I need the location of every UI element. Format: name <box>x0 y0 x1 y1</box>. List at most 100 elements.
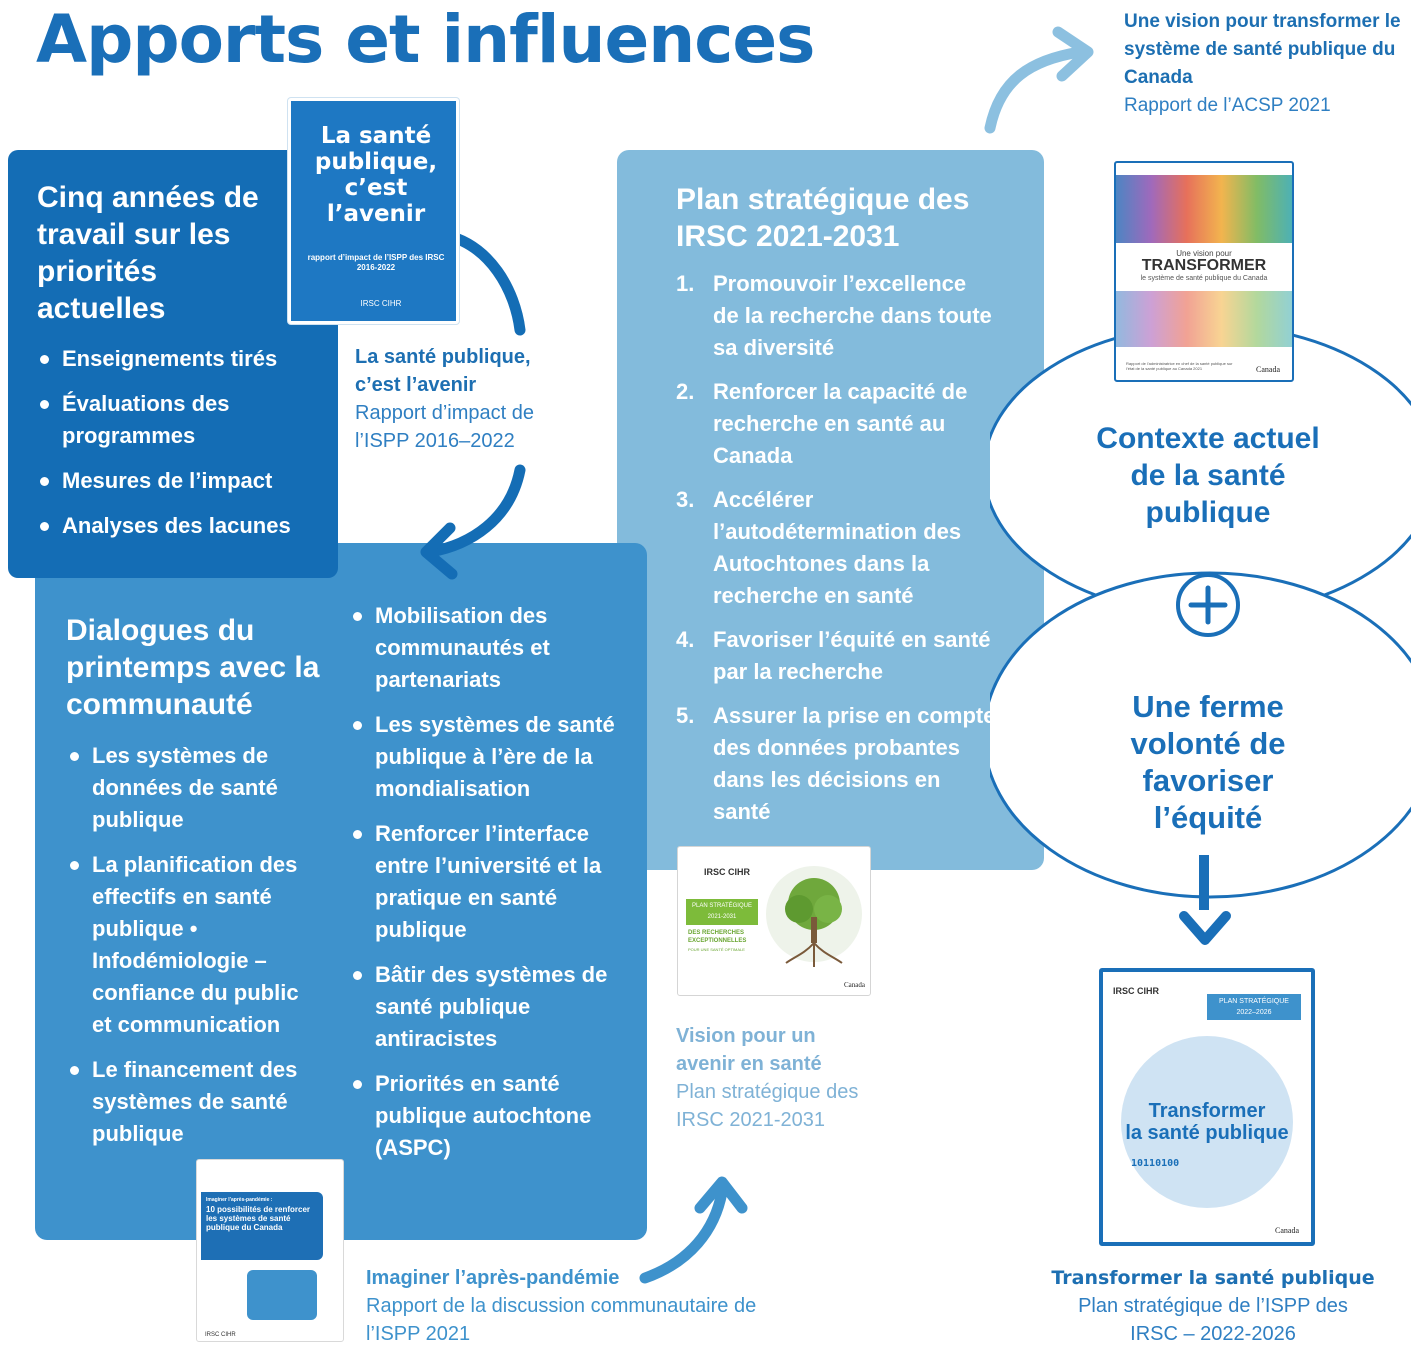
priority-item: 5. Assurer la prise en compte des données… <box>676 700 996 828</box>
acsp-report-caption: Une vision pour transformer le système d… <box>1124 8 1404 120</box>
list-item: La planification des effectifs en santé … <box>66 849 324 1041</box>
cover-foot: Rapport de l’administratrice en chef de … <box>1126 361 1233 371</box>
spring-dialogues-right-list: Mobilisation des communautés et partenar… <box>349 600 624 1177</box>
cover-logo: IRSC CIHR <box>1113 986 1160 996</box>
arrow-ispp-top <box>439 229 526 336</box>
cover-title: Transformer la santé publique <box>1103 1100 1311 1144</box>
priority-number: 4. <box>676 627 695 652</box>
priority-text: Promouvoir l’excellence de la recherche … <box>713 271 992 360</box>
cover-band-line: PLAN STRATÉGIQUE <box>692 903 752 909</box>
arrow-ispp-bottom <box>424 464 526 558</box>
acsp-report-cover: Une vision pour TRANSFORMER le système d… <box>1114 161 1294 382</box>
cover-band: PLAN STRATÉGIQUE 2021-2031 <box>686 899 758 925</box>
pub-subtitle: Rapport de l’ACSP 2021 <box>1124 95 1331 116</box>
list-item: Renforcer l’interface entre l’université… <box>349 818 624 946</box>
arrow-to-acsp-head <box>1052 26 1094 82</box>
ispp-report-caption: La santé publique, c’est l’avenir Rappor… <box>355 343 570 455</box>
priority-number: 5. <box>676 703 695 728</box>
skyline-graphic <box>1116 175 1292 243</box>
list-item: Les systèmes de données de santé publiqu… <box>66 740 324 836</box>
list-item: Bâtir des systèmes de santé publique ant… <box>349 959 624 1055</box>
pub-title: La santé publique, c’est l’avenir <box>355 346 531 396</box>
arrow-pandemic <box>639 1186 728 1284</box>
priority-item: 2. Renforcer la capacité de recherche en … <box>676 376 996 472</box>
priority-text: Renforcer la capacité de recherche en sa… <box>713 379 968 468</box>
five-years-list: Enseignements tirés Évaluations des prog… <box>36 343 326 555</box>
list-item: Enseignements tirés <box>36 343 326 375</box>
arrow-to-acsp-report <box>984 46 1086 134</box>
cover-band-years: 2022–2026 <box>1236 1009 1272 1016</box>
priority-number: 2. <box>676 379 695 404</box>
spring-dialogues-panel <box>35 543 647 1240</box>
five-years-title: Cinq années de travail sur les priorités… <box>37 181 259 325</box>
priority-item: 4. Favoriser l’équité en santé par la rec… <box>676 624 996 688</box>
pub-subtitle: Rapport d’impact de l’ISPP 2016–2022 <box>355 402 534 452</box>
spring-dialogues-left-list: Les systèmes de données de santé publiqu… <box>66 740 324 1163</box>
page-title: Apports et influences <box>36 1 815 78</box>
list-item: Priorités en santé publique autochtone (… <box>349 1068 624 1164</box>
cover-big: TRANSFORMER <box>1141 257 1267 274</box>
context-oval-text: Contexte actuel de la santé publique <box>1096 422 1320 529</box>
canada-wordmark: Canada <box>1275 1226 1299 1235</box>
priority-number: 3. <box>676 487 695 512</box>
cover-band-line: PLAN STRATÉGIQUE <box>1219 998 1289 1005</box>
priority-number: 1. <box>676 271 695 296</box>
list-item: Mesures de l’impact <box>36 465 326 497</box>
cover-logo: IRSC CIHR <box>360 299 402 308</box>
cover-title-line1: Transformer <box>1148 1100 1266 1122</box>
canada-wordmark: Canada <box>844 981 865 989</box>
equity-oval <box>990 571 1411 899</box>
five-years-panel <box>8 150 338 578</box>
cihr-plan-cover: IRSC CIHR PLAN STRATÉGIQUE 2021-2031 DES… <box>677 846 871 996</box>
pandemic-report-cover: Imaginer l’après-pandémie : 10 possibili… <box>196 1159 344 1342</box>
spring-dialogues-title: Dialogues du printemps avec la communaut… <box>66 614 320 721</box>
pub-title: Une vision pour transformer le système d… <box>1124 11 1401 88</box>
cover-subtitle: rapport d’impact de l’ISPP des IRSC 2016… <box>307 253 445 272</box>
cover-kicker: Imaginer l’après-pandémie : <box>206 1197 273 1203</box>
priority-item: 1. Promouvoir l’excellence de la recherch… <box>676 268 996 364</box>
pub-title: Transformer la santé publique <box>1051 1267 1375 1289</box>
ispp-report-cover: La santé publique, c’est l’avenir rappor… <box>288 98 459 324</box>
icon-cluster-graphic <box>1121 1036 1293 1208</box>
ispp-plan-cover: IRSC CIHR PLAN STRATÉGIQUE 2022–2026 Tra… <box>1099 968 1315 1246</box>
cover-band: PLAN STRATÉGIQUE 2022–2026 <box>1207 994 1301 1020</box>
cover-green-2: POUR UNE SANTÉ OPTIMALE <box>688 947 745 952</box>
tree-graphic <box>766 866 862 967</box>
cover-small: Une vision pour <box>1176 249 1232 258</box>
priority-item: 3. Accélérer l’autodétermination des Auto… <box>676 484 996 612</box>
cihr-plan-title: Plan stratégique des IRSC 2021-2031 <box>676 183 970 253</box>
ispp-plan-caption: Transformer la santé publique Plan strat… <box>1048 1264 1378 1348</box>
pub-title: Imaginer l’après-pandémie <box>366 1267 620 1289</box>
pandemic-report-caption: Imaginer l’après-pandémie Rapport de la … <box>366 1264 786 1348</box>
cover-title: La santé publique, c’est l’avenir <box>314 123 438 227</box>
priority-text: Favoriser l’équité en santé par la reche… <box>713 627 991 684</box>
ovals-graphic <box>990 323 1411 910</box>
cover-title: 10 possibilités de renforcer les système… <box>206 1205 311 1232</box>
cover-band-years: 2021-2031 <box>707 914 737 920</box>
cover-logo: IRSC CIHR <box>205 1332 236 1338</box>
cover-line: le système de santé publique du Canada <box>1140 275 1268 282</box>
equity-oval-text: Une ferme volonté de favoriser l’équité <box>1130 689 1286 835</box>
arrow-ispp-head <box>420 522 458 580</box>
cihr-plan-caption: Vision pour un avenir en santé Plan stra… <box>676 1022 906 1134</box>
list-item: Évaluations des programmes <box>36 388 326 452</box>
down-arrow-head <box>1179 911 1231 945</box>
pixel-graphic <box>1116 291 1292 347</box>
cover-binary: 10110100 <box>1131 1158 1180 1169</box>
cihr-strategic-plan-panel <box>617 150 1044 870</box>
cover-title-line2: la santé publique <box>1125 1122 1289 1144</box>
laptop-graphic <box>247 1270 317 1320</box>
list-item: Les systèmes de santé publique à l’ère d… <box>349 709 624 805</box>
cover-logo: IRSC CIHR <box>704 867 751 877</box>
pub-title: Vision pour un avenir en santé <box>676 1025 822 1075</box>
priority-text: Assurer la prise en compte des données p… <box>713 703 996 824</box>
cihr-priorities-list: 1. Promouvoir l’excellence de la recherch… <box>676 268 996 840</box>
list-item: Le financement des systèmes de santé pub… <box>66 1054 324 1150</box>
pub-subtitle: Plan stratégique de l’ISPP des IRSC – 20… <box>1078 1295 1348 1345</box>
arrow-pandemic-head <box>694 1176 748 1214</box>
list-item: Mobilisation des communautés et partenar… <box>349 600 624 696</box>
pub-subtitle: Plan stratégique des IRSC 2021-2031 <box>676 1081 859 1131</box>
priority-text: Accélérer l’autodétermination des Autoch… <box>713 487 962 608</box>
